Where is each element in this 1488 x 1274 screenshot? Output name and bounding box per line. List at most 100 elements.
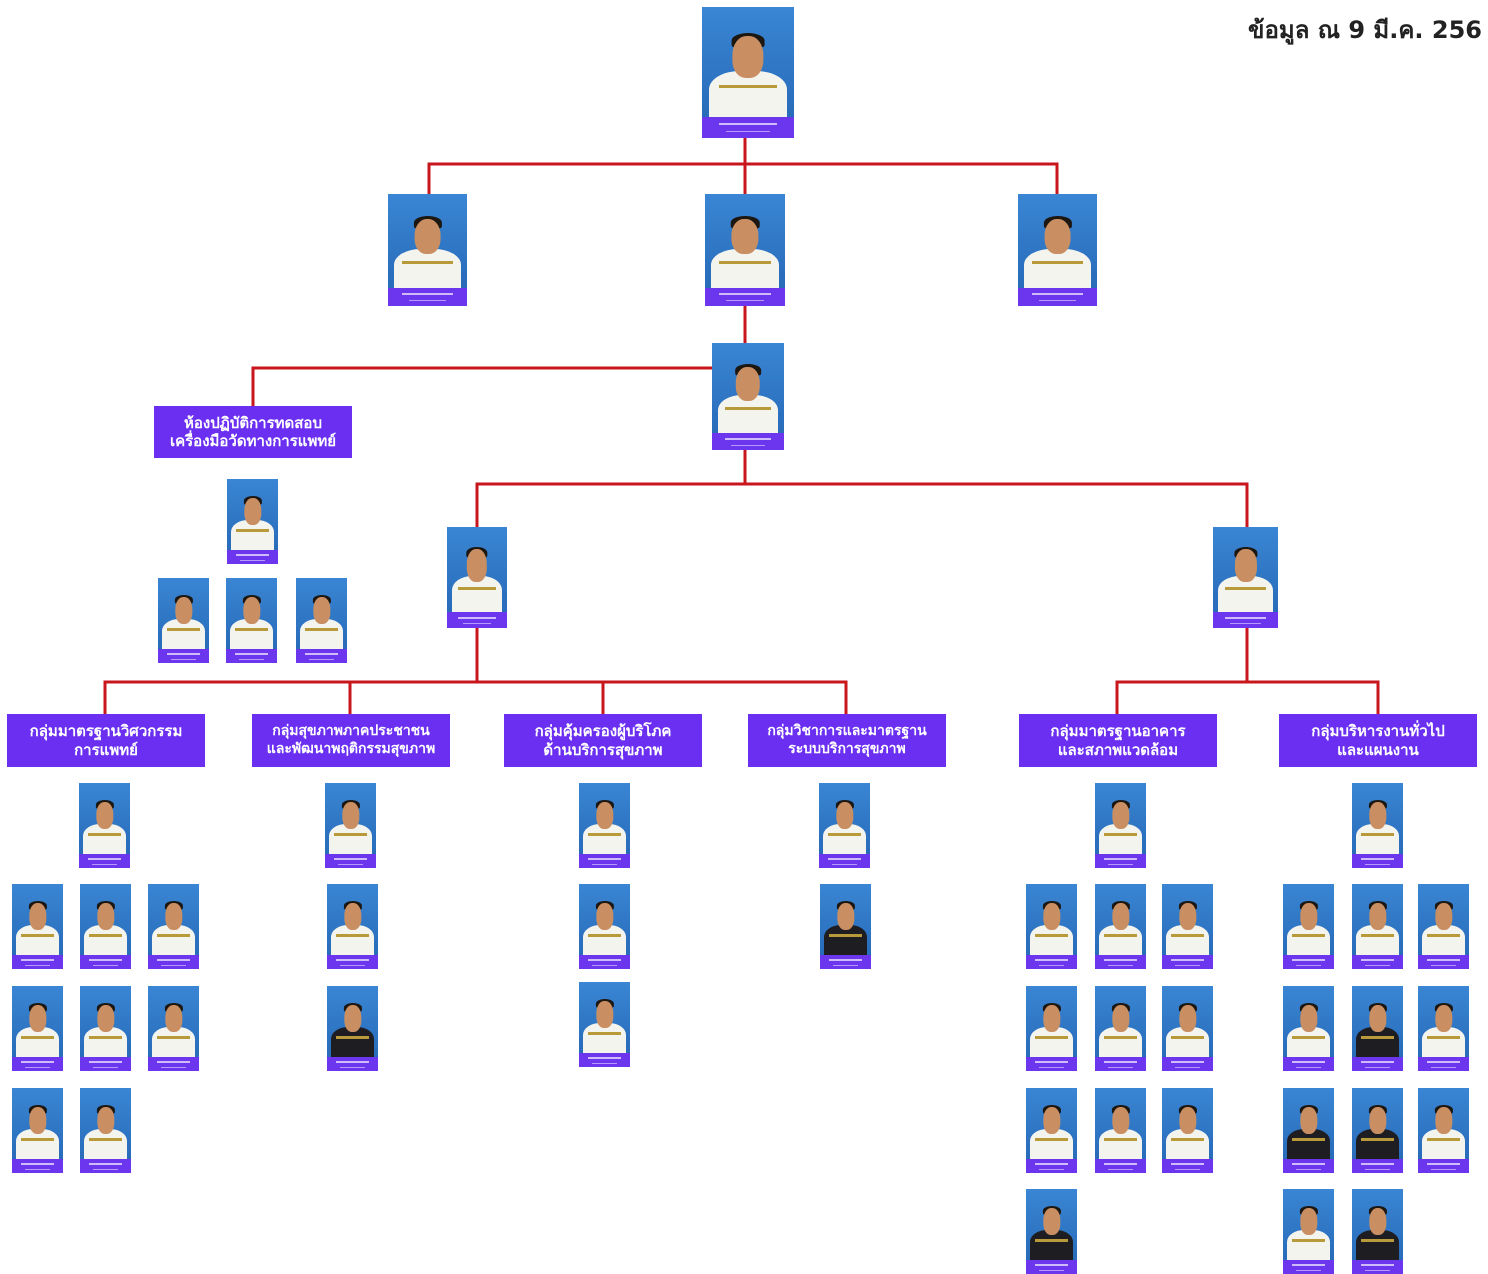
position-text-line	[1296, 964, 1321, 966]
name-text-line	[1361, 1061, 1394, 1064]
position-text-line	[338, 863, 363, 865]
name-text-line	[828, 858, 861, 861]
person-silhouette	[579, 783, 630, 854]
uniform-shape	[1287, 925, 1330, 955]
person-silhouette	[1283, 986, 1334, 1057]
name-caption-bar	[80, 1159, 131, 1173]
person-silhouette	[820, 884, 871, 955]
staff-portrait	[1026, 884, 1077, 969]
name-caption-bar	[388, 288, 467, 306]
shoulder-board	[1104, 1137, 1137, 1141]
uniform-shape	[84, 1129, 127, 1159]
uniform-shape	[1030, 1230, 1073, 1260]
shoulder-board	[167, 627, 200, 631]
name-text-line	[157, 1061, 190, 1064]
face-shape	[1042, 1207, 1061, 1235]
lab-staff-portrait	[158, 578, 209, 663]
face-shape	[1042, 902, 1061, 930]
unit-name-line2: เครื่องมือวัดทางการแพทย์	[169, 432, 337, 450]
shoulder-board	[588, 1031, 621, 1035]
division-director-portrait	[712, 343, 784, 450]
face-shape	[835, 801, 854, 829]
shoulder-board	[1104, 933, 1137, 937]
uniform-shape	[84, 925, 127, 955]
person-silhouette	[1283, 1088, 1334, 1159]
shoulder-board	[719, 260, 771, 264]
shoulder-board	[829, 933, 862, 937]
name-caption-bar	[226, 649, 277, 663]
uniform-shape	[1099, 1129, 1142, 1159]
position-text-line	[1229, 622, 1262, 624]
staff-portrait	[1352, 1088, 1403, 1173]
name-caption-bar	[148, 1057, 199, 1071]
group-head-portrait	[1352, 783, 1403, 868]
person-silhouette	[705, 194, 785, 288]
shoulder-board	[718, 85, 778, 89]
name-text-line	[88, 858, 121, 861]
face-shape	[1368, 902, 1387, 930]
uniform-shape	[1166, 1129, 1209, 1159]
position-text-line	[93, 1168, 118, 1170]
position-text-line	[725, 131, 771, 133]
name-caption-bar	[1095, 1057, 1146, 1071]
face-shape	[595, 902, 614, 930]
name-caption-bar	[1352, 955, 1403, 969]
position-text-line	[93, 964, 118, 966]
position-text-line	[171, 658, 196, 660]
staff-portrait	[12, 884, 63, 969]
name-caption-bar	[1418, 955, 1469, 969]
position-text-line	[1039, 1066, 1064, 1068]
name-caption-bar	[1283, 1057, 1334, 1071]
uniform-shape	[231, 520, 274, 550]
shoulder-board	[1171, 1137, 1204, 1141]
shoulder-board	[1292, 1137, 1325, 1141]
shoulder-board	[334, 832, 367, 836]
shoulder-board	[89, 933, 122, 937]
position-text-line	[832, 863, 857, 865]
staff-portrait	[1352, 884, 1403, 969]
person-silhouette	[327, 986, 378, 1057]
uniform-shape	[152, 925, 195, 955]
person-silhouette	[447, 527, 507, 612]
face-shape	[1299, 1004, 1318, 1032]
unit-name-line2: ด้านบริการสุขภาพ	[543, 740, 663, 759]
person-silhouette	[226, 578, 277, 649]
shoulder-board	[402, 260, 453, 264]
position-text-line	[92, 863, 117, 865]
uniform-shape	[583, 824, 626, 854]
name-caption-bar	[447, 612, 507, 628]
unit-name-line1: กลุ่มมาตรฐานอาคาร	[1050, 722, 1186, 741]
position-text-line	[1175, 964, 1200, 966]
person-silhouette	[1026, 1088, 1077, 1159]
person-silhouette	[12, 1088, 63, 1159]
uniform-shape	[1356, 824, 1399, 854]
staff-portrait	[820, 884, 871, 969]
person-silhouette	[79, 783, 130, 854]
person-silhouette	[296, 578, 347, 649]
person-silhouette	[1162, 1088, 1213, 1159]
person-silhouette	[1352, 884, 1403, 955]
name-text-line	[1427, 1163, 1460, 1166]
name-caption-bar	[158, 649, 209, 663]
position-text-line	[309, 658, 334, 660]
person-silhouette	[579, 982, 630, 1053]
shoulder-board	[828, 832, 861, 836]
staff-portrait	[579, 982, 630, 1067]
name-caption-bar	[80, 1057, 131, 1071]
staff-portrait	[1026, 1189, 1077, 1274]
shoulder-board	[1104, 1035, 1137, 1039]
position-text-line	[25, 1066, 50, 1068]
face-shape	[1434, 1106, 1453, 1134]
unit-box-consumer-protection: กลุ่มคุ้มครองผู้บริโภค ด้านบริการสุขภาพ	[504, 714, 702, 767]
staff-portrait	[1162, 884, 1213, 969]
uniform-shape	[1287, 1230, 1330, 1260]
face-shape	[1044, 218, 1071, 255]
name-text-line	[336, 959, 369, 962]
name-caption-bar	[820, 955, 871, 969]
person-silhouette	[1283, 884, 1334, 955]
group-head-portrait	[79, 783, 130, 868]
name-text-line	[718, 123, 778, 126]
name-text-line	[235, 653, 268, 656]
shoulder-board	[1032, 260, 1083, 264]
